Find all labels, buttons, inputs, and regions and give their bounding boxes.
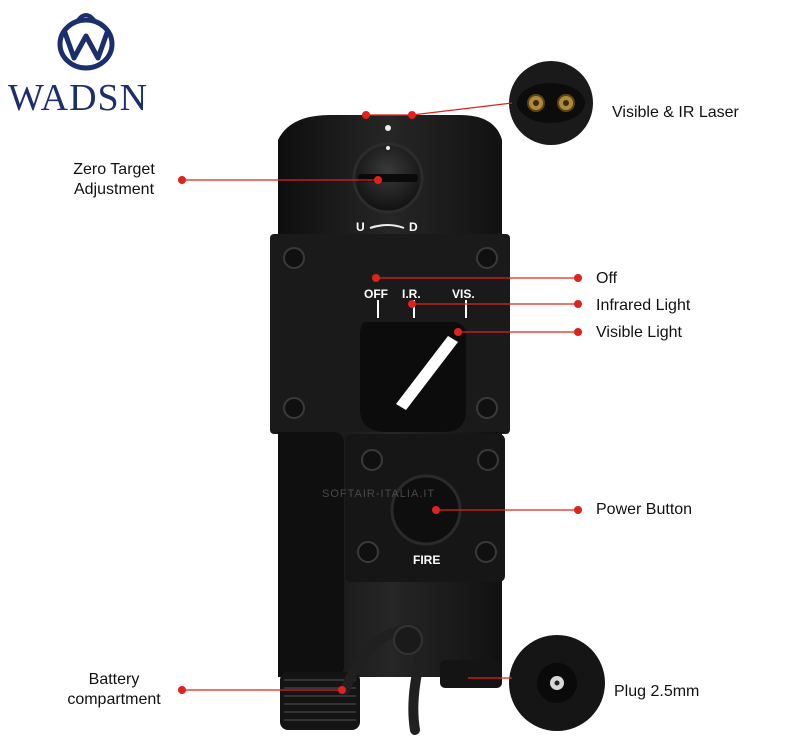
callout-dot-off bbox=[574, 274, 582, 282]
battery-tube bbox=[282, 432, 344, 677]
callout-power-button: Power Button bbox=[596, 501, 693, 518]
callout-dot-vis bbox=[574, 328, 582, 336]
callout-zero-target-line1: Zero Target bbox=[73, 161, 155, 178]
callout-dot-fire bbox=[574, 506, 582, 514]
zero-mark-down: D bbox=[409, 220, 418, 234]
callout-battery-line1: Battery bbox=[88, 671, 140, 688]
callout-zero-target-line2: Adjustment bbox=[73, 181, 155, 198]
selector-label-ir: I.R. bbox=[402, 287, 421, 301]
callout-dot-battery-src bbox=[338, 686, 346, 694]
callout-dot-zero bbox=[178, 176, 186, 184]
logo-text: WADSN bbox=[8, 77, 149, 119]
screw-8 bbox=[475, 541, 497, 563]
screw-1 bbox=[283, 247, 305, 269]
screw-4 bbox=[476, 397, 498, 419]
callout-dot-laser-a bbox=[362, 111, 370, 119]
screw-5 bbox=[361, 449, 383, 471]
screw-3 bbox=[283, 397, 305, 419]
battery-cap bbox=[280, 672, 360, 730]
callout-visible-ir-laser: Visible & IR Laser bbox=[612, 104, 739, 121]
callout-dot-battery bbox=[178, 686, 186, 694]
plug-housing bbox=[440, 660, 502, 688]
callout-dot-zero-knob bbox=[374, 176, 382, 184]
callout-dot-off-src bbox=[372, 274, 380, 282]
zero-mark-up: U bbox=[356, 220, 365, 234]
callout-visible-light: Visible Light bbox=[596, 324, 682, 341]
callout-zero-target: Zero Target Adjustment bbox=[50, 160, 178, 200]
callout-battery-line2: compartment bbox=[67, 691, 161, 708]
callout-dot-ir-src bbox=[408, 300, 416, 308]
callout-dot-ir bbox=[574, 300, 582, 308]
fire-label: FIRE bbox=[413, 553, 441, 567]
callout-battery: Battery compartment bbox=[50, 670, 178, 710]
watermark: SOFTAIR-ITALIA.IT bbox=[322, 488, 436, 500]
callout-dot-fire-src bbox=[432, 506, 440, 514]
selector-label-off: OFF bbox=[364, 287, 388, 301]
callout-infrared-light: Infrared Light bbox=[596, 297, 691, 314]
screw-2 bbox=[476, 247, 498, 269]
screw-6 bbox=[477, 449, 499, 471]
callout-dot-laser-b bbox=[408, 111, 416, 119]
callout-off: Off bbox=[596, 270, 618, 287]
screw-7 bbox=[357, 541, 379, 563]
callout-plug: Plug 2.5mm bbox=[614, 683, 700, 700]
callout-dot-vis-src bbox=[454, 328, 462, 336]
selector-label-vis: VIS. bbox=[452, 287, 475, 301]
